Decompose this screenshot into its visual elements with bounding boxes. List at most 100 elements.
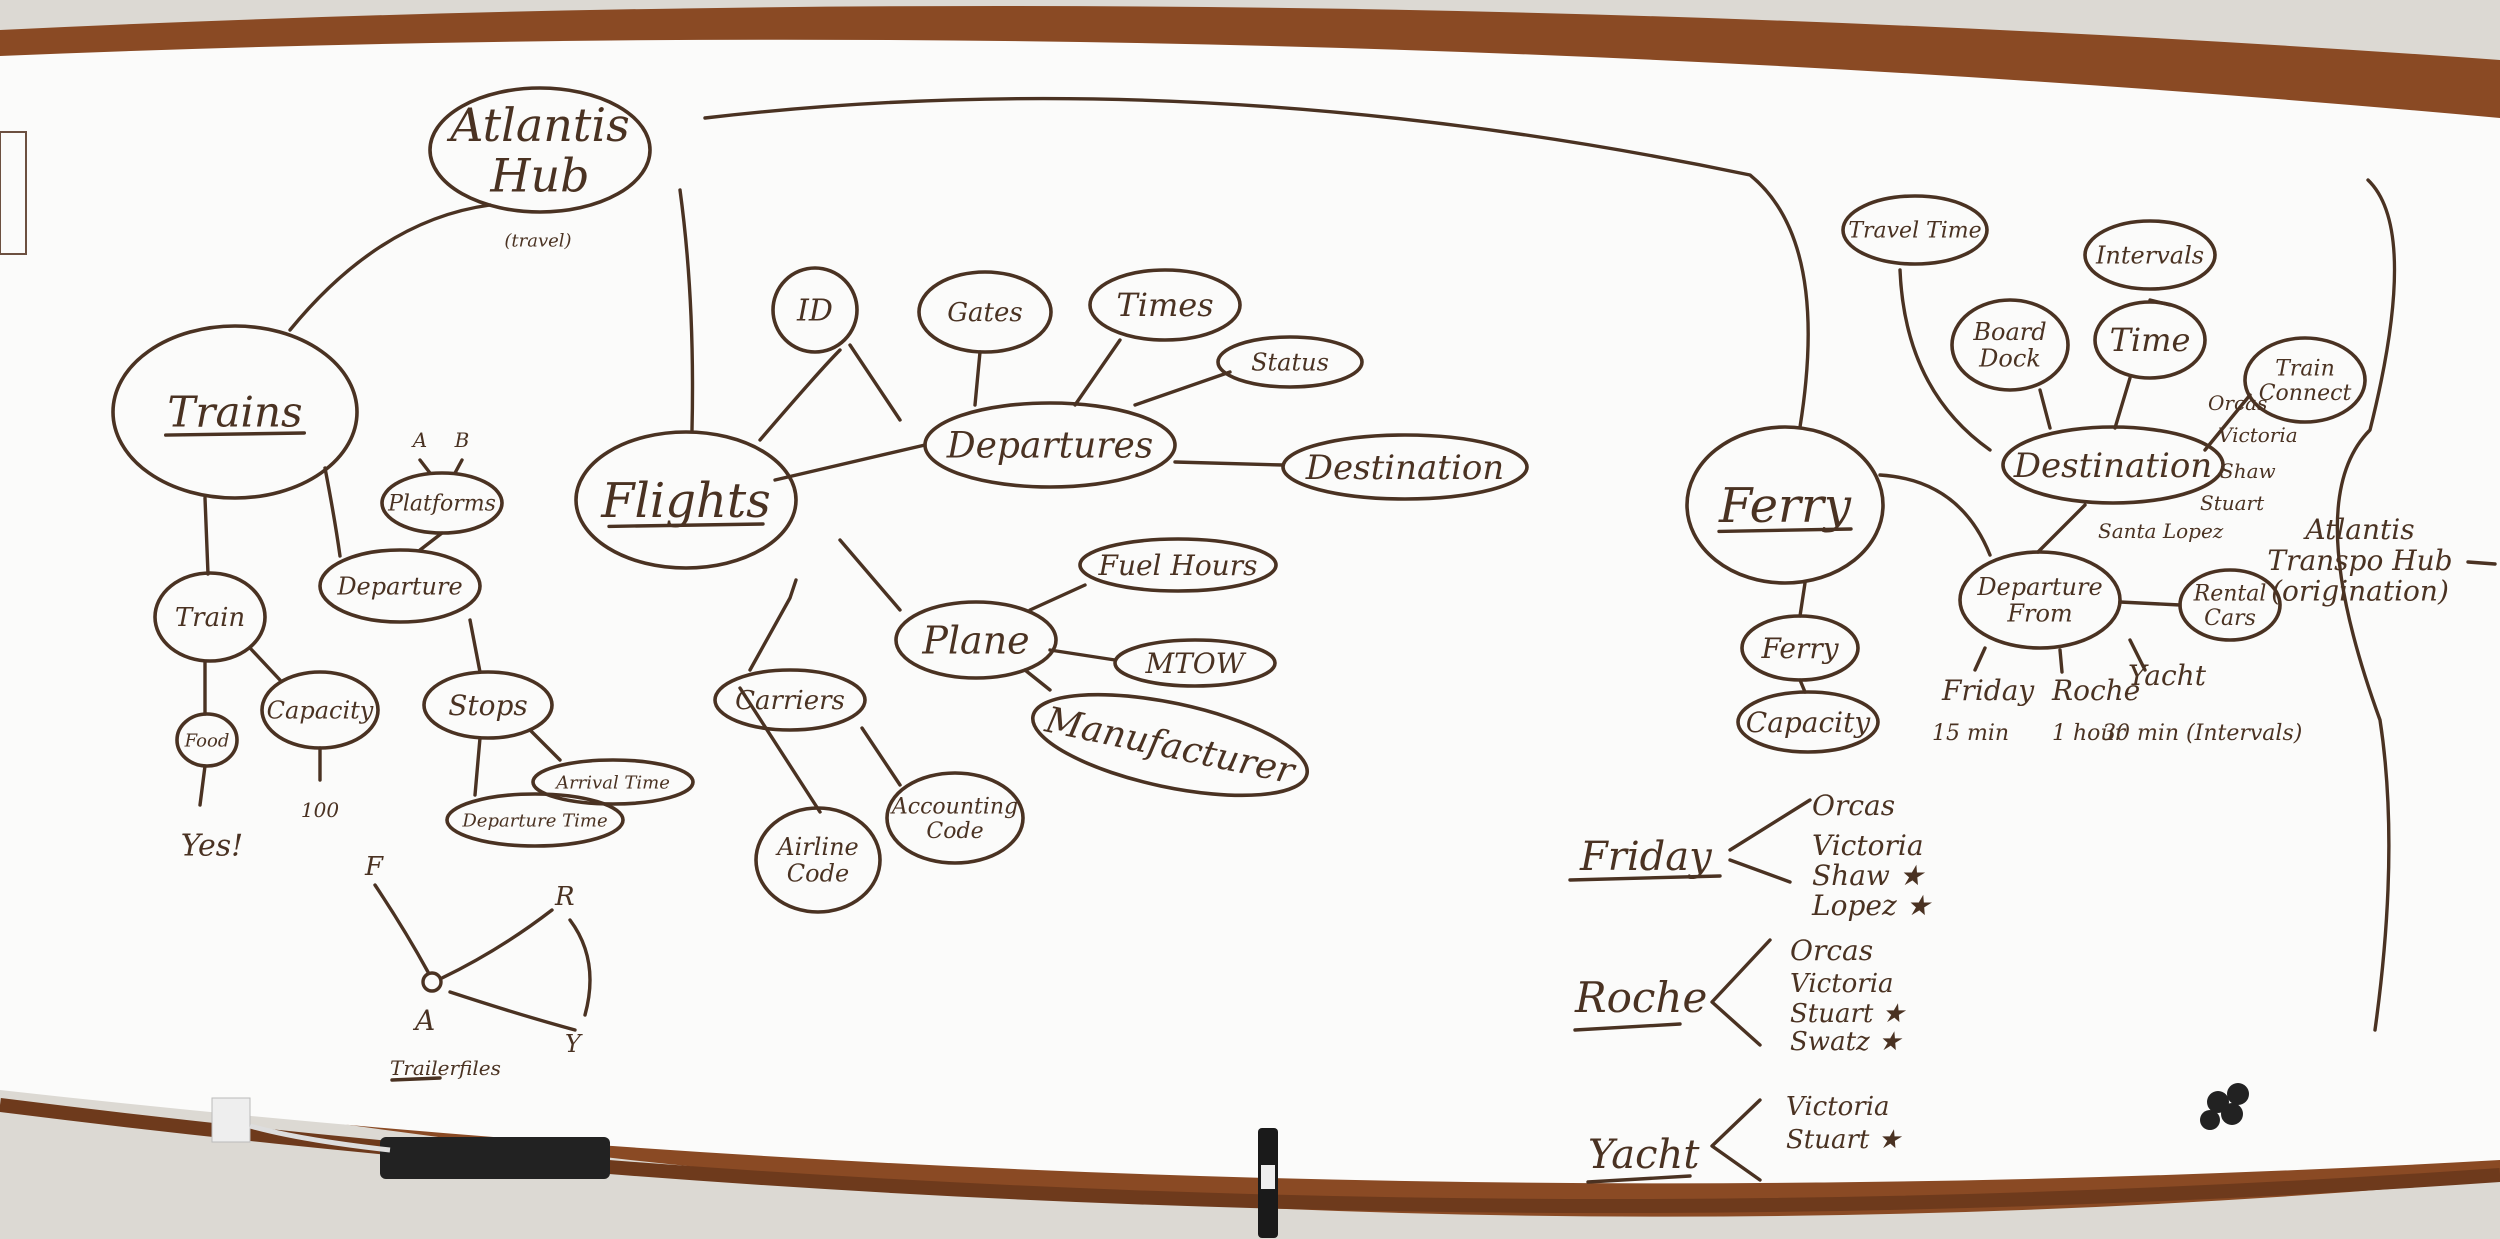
connector-line bbox=[453, 458, 464, 475]
sketch-node: R bbox=[554, 882, 575, 912]
node-label-plane: Plane bbox=[921, 618, 1029, 662]
connector-line bbox=[1898, 268, 1992, 452]
connector-line bbox=[1023, 668, 1052, 692]
node-label-platform-a: A bbox=[411, 428, 427, 452]
island-label: Orcas bbox=[2208, 391, 2267, 415]
schedule-stop: Stuart ★ bbox=[1786, 1125, 1903, 1155]
schedule-stop: Victoria bbox=[1790, 969, 1894, 999]
node-bubble-intervals bbox=[2083, 219, 2217, 291]
node-bubble-accounting-code bbox=[885, 771, 1025, 865]
sketch-node: Y bbox=[565, 1030, 583, 1058]
node-label-flights: Flights bbox=[600, 473, 771, 529]
connector-line bbox=[1798, 678, 1807, 694]
schedule-stop: Lopez ★ bbox=[1811, 889, 1933, 922]
sketch-caption: Trailerfiles bbox=[390, 1056, 501, 1080]
node-label-stops: Stops bbox=[448, 689, 528, 722]
connector-line bbox=[1173, 460, 1285, 467]
left-edge-note bbox=[0, 131, 27, 255]
node-bubble-platforms bbox=[380, 471, 504, 535]
node-bubbles bbox=[111, 86, 2367, 914]
connector-line bbox=[1973, 646, 1987, 672]
cable bbox=[249, 1123, 391, 1153]
node-bubble-status bbox=[1216, 335, 1364, 389]
node-bubble-food bbox=[175, 712, 239, 768]
connector-line bbox=[418, 531, 444, 552]
connector-line bbox=[860, 726, 902, 787]
node-label-times: Times bbox=[1116, 286, 1213, 324]
island-label: Shaw bbox=[2220, 459, 2276, 483]
schedule-group-name: Friday bbox=[1579, 834, 1713, 880]
node-label-train-capacity: Capacity bbox=[267, 696, 374, 724]
connector-line bbox=[2118, 600, 2182, 607]
connector-line bbox=[2466, 560, 2497, 566]
connector-line bbox=[678, 188, 695, 432]
sketch-node: F bbox=[364, 852, 384, 882]
node-bubble-mtow bbox=[1113, 638, 1277, 688]
connector-line bbox=[2113, 376, 2132, 430]
node-label-mtow: MTOW bbox=[1144, 647, 1246, 680]
node-label-food: Food bbox=[184, 730, 230, 751]
node-bubble-train-connect bbox=[2243, 336, 2367, 424]
node-bubble-times bbox=[1088, 268, 1242, 342]
node-label-arrival-time: Arrival Time bbox=[554, 772, 670, 793]
connector-line bbox=[473, 736, 482, 797]
schedule-stop: Orcas bbox=[1790, 934, 1873, 967]
node-bubble-train-departure bbox=[318, 548, 482, 624]
node-label-ferry-destination: Destination bbox=[2013, 446, 2212, 486]
cable-plug bbox=[211, 1097, 251, 1143]
connector-line bbox=[848, 343, 902, 422]
connection-lines bbox=[198, 96, 2497, 1032]
diagram-sketch: F R A Y Trailerfiles bbox=[364, 852, 592, 1082]
node-bubble-manufacturer bbox=[1030, 692, 1310, 798]
node-label-departures: Departures bbox=[946, 426, 1154, 467]
connector-line bbox=[203, 496, 210, 576]
connector-line bbox=[703, 96, 1810, 429]
node-label-train-departure: Departure bbox=[336, 572, 462, 600]
departure-option-name: Friday bbox=[1941, 674, 2035, 707]
island-label: Victoria bbox=[2218, 423, 2298, 447]
magnets bbox=[2200, 1083, 2249, 1130]
node-label-ferry-capacity: Capacity bbox=[1746, 706, 1872, 739]
node-bubble-carriers bbox=[713, 668, 867, 732]
departure-option-interval: 1 hour bbox=[2052, 721, 2127, 746]
connector-line bbox=[1028, 583, 1087, 612]
connector-line bbox=[1048, 648, 1117, 662]
island-label: Stuart bbox=[2200, 491, 2265, 515]
node-label-destination: Destination bbox=[1305, 448, 1504, 488]
node-label-carriers: Carriers bbox=[735, 686, 845, 716]
node-label-platforms: Platforms bbox=[387, 492, 496, 517]
node-label-fuel-hours: Fuel Hours bbox=[1098, 549, 1258, 582]
schedule-stop: Orcas bbox=[1812, 789, 1895, 822]
schedule-stop: Victoria bbox=[1812, 829, 1924, 862]
schedule-group-name: Roche bbox=[1574, 973, 1707, 1022]
node-label-trains: Trains bbox=[167, 388, 302, 437]
node-bubble-destination bbox=[1281, 433, 1529, 501]
node-bubble-flights bbox=[574, 430, 798, 570]
node-bubble-stops bbox=[422, 670, 554, 740]
node-label-intervals: Intervals bbox=[2095, 241, 2204, 269]
connector-line bbox=[1073, 338, 1122, 407]
whiteboard-surface bbox=[0, 39, 2500, 1184]
node-label-status: Status bbox=[1251, 348, 1329, 376]
connector-line bbox=[758, 348, 842, 442]
node-label-flight-id: ID bbox=[796, 294, 833, 329]
remote-control bbox=[380, 1137, 610, 1179]
node-bubble-rental-cars bbox=[2178, 568, 2282, 642]
node-label-ferry: Ferry bbox=[1718, 478, 1852, 534]
connector-line bbox=[1133, 370, 1232, 407]
connector-line bbox=[323, 466, 342, 558]
node-bubble-board-dock bbox=[1950, 298, 2070, 392]
node-label-ferry-time: Time bbox=[2110, 321, 2191, 359]
connector-line bbox=[2335, 178, 2397, 1032]
connector-line bbox=[288, 203, 492, 332]
connector-line bbox=[838, 538, 902, 612]
island-label: Santa Lopez bbox=[2098, 519, 2224, 543]
connector-line bbox=[418, 458, 432, 475]
node-label-train-capacity-value: 100 bbox=[301, 798, 339, 822]
